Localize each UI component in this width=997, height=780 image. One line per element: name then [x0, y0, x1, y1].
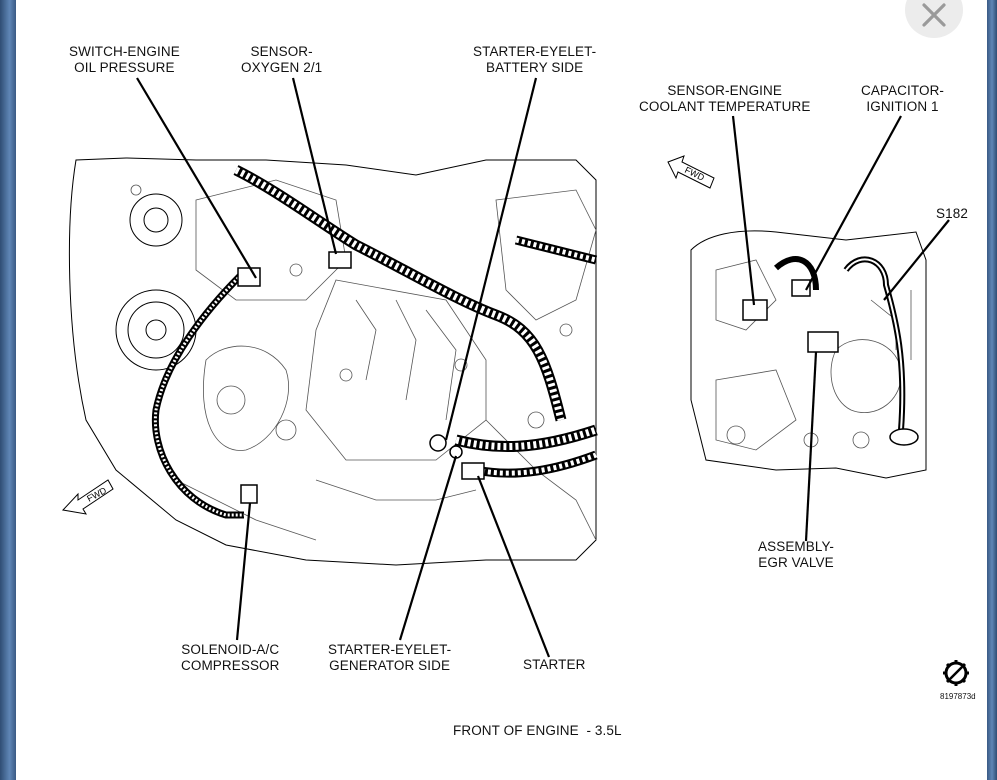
label-starter-eyelet-generator-side: STARTER-EYELET- GENERATOR SIDE	[328, 642, 452, 673]
label-starter-eyelet-battery-side: STARTER-EYELET- BATTERY SIDE	[473, 44, 597, 75]
label-sensor-oxygen: SENSOR- OXYGEN 2/1	[241, 44, 323, 75]
label-solenoid-ac-compressor: SOLENOID-A/C COMPRESSOR	[181, 642, 280, 673]
figure-caption: FRONT OF ENGINE - 3.5L	[453, 723, 622, 738]
engine-illustration: FWD	[62, 77, 969, 686]
window-frame-left	[0, 0, 16, 780]
fwd-label-left: FWD	[85, 485, 108, 504]
label-switch-engine-oil-pressure: SWITCH-ENGINE OIL PRESSURE	[69, 44, 180, 75]
window-frame-right	[987, 0, 997, 780]
label-starter: STARTER	[523, 657, 586, 672]
label-assembly-egr-valve: ASSEMBLY- EGR VALVE	[758, 539, 834, 570]
diagram-page: FWD	[16, 0, 987, 780]
close-icon	[922, 3, 946, 27]
label-sensor-engine-coolant-temperature: SENSOR-ENGINE COOLANT TEMPERATURE	[639, 83, 811, 114]
gear-icon	[943, 660, 969, 686]
figure-id: 8197873d	[940, 692, 976, 701]
fwd-arrow-icon	[62, 479, 114, 515]
left-engine-drawing	[68, 77, 598, 658]
label-capacitor-ignition: CAPACITOR- IGNITION 1	[861, 83, 945, 114]
fwd-arrow-icon-right	[667, 155, 715, 189]
label-s182: S182	[936, 206, 968, 221]
right-engine-drawing	[690, 115, 950, 542]
